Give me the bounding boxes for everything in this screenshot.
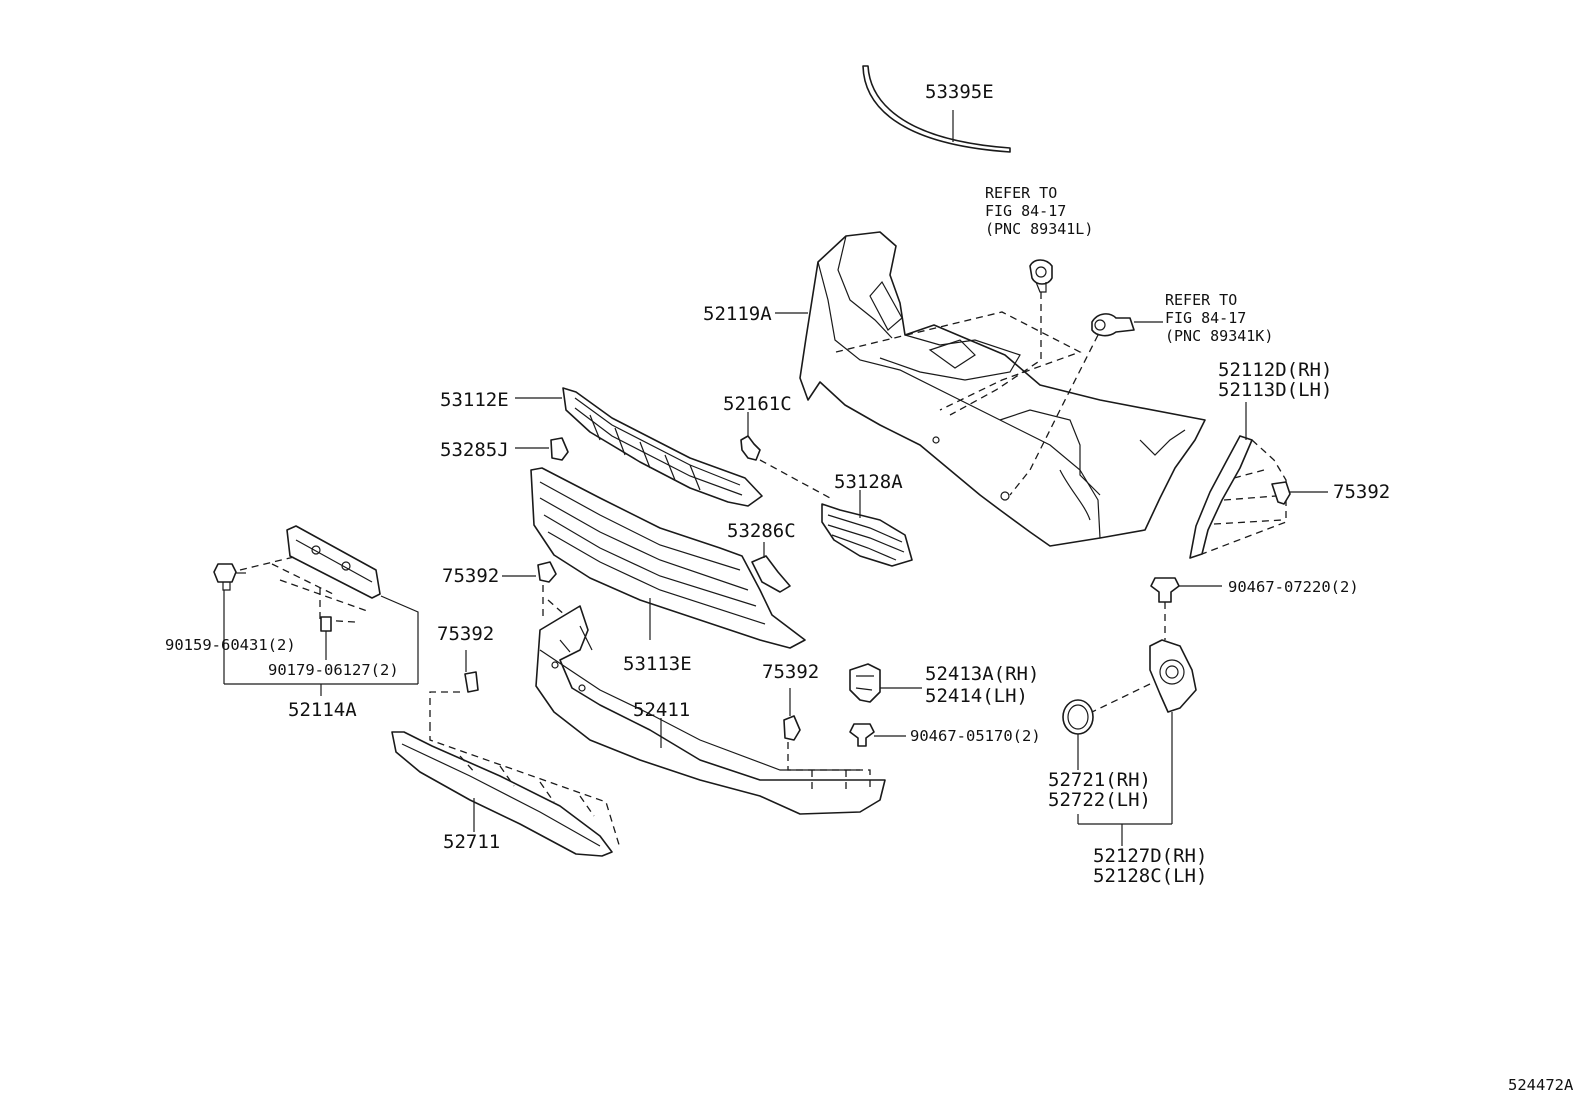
fog-ring-52721[interactable] — [1062, 699, 1094, 770]
label-90179-06127: 90179-06127(2) — [268, 661, 399, 679]
bracket-52114A-leaders — [223, 590, 419, 696]
clip-75392-right[interactable] — [1271, 481, 1328, 505]
molding-strip-53395E[interactable] — [862, 65, 1011, 153]
label-75392-center: 75392 — [442, 565, 499, 587]
clip-75392-lower-right[interactable] — [783, 688, 801, 741]
label-52711: 52711 — [443, 831, 500, 853]
label-53128A: 53128A — [834, 471, 903, 493]
label-90467-07220: 90467-07220(2) — [1228, 578, 1359, 596]
trim-53286C[interactable] — [751, 542, 791, 593]
label-75392-right: 75392 — [1333, 481, 1390, 503]
clip-90467-07220[interactable] — [1150, 577, 1222, 603]
clip-75392-left[interactable] — [464, 650, 479, 693]
clip-90467-05170[interactable] — [849, 723, 906, 747]
label-53285J: 53285J — [440, 439, 509, 461]
nut-90179-06127[interactable] — [320, 616, 332, 632]
clip-52161C[interactable] — [740, 412, 761, 461]
fog-bezel-52127D[interactable] — [1149, 639, 1197, 824]
refer-note-89341K-line2: FIG 84-17 — [1165, 309, 1246, 327]
refer-note-89341K-line1: REFER TO — [1165, 291, 1237, 309]
label-52411: 52411 — [633, 699, 690, 721]
skid-plate-52711[interactable] — [391, 731, 613, 857]
label-52127D: 52127D(RH) — [1093, 845, 1207, 867]
label-75392-left: 75392 — [437, 623, 494, 645]
label-52112D: 52112D(RH) — [1218, 359, 1332, 381]
parking-sensor-89341L[interactable] — [1029, 259, 1053, 293]
label-52414: 52414(LH) — [925, 685, 1028, 707]
refer-note-89341K-line3: (PNC 89341K) — [1165, 327, 1273, 345]
label-52721: 52721(RH) — [1048, 769, 1151, 791]
clip-53285J[interactable] — [515, 437, 569, 461]
parking-sensor-89341K[interactable] — [1091, 313, 1163, 337]
label-90467-05170: 90467-05170(2) — [910, 727, 1041, 745]
bumper-cover-52119A[interactable] — [775, 231, 1206, 547]
label-52413A: 52413A(RH) — [925, 663, 1039, 685]
label-52128C: 52128C(LH) — [1093, 865, 1207, 887]
lower-spoiler-52411[interactable] — [535, 605, 886, 815]
figure-id: 524472A — [1508, 1076, 1574, 1094]
label-90159-60431: 90159-60431(2) — [165, 636, 296, 654]
fog-assembly-leaders — [1077, 814, 1172, 846]
upper-grille-53112E[interactable] — [515, 387, 763, 507]
refer-note-89341L-line3: (PNC 89341L) — [985, 220, 1093, 238]
label-53112E: 53112E — [440, 389, 509, 411]
label-52113D: 52113D(LH) — [1218, 379, 1332, 401]
label-52722: 52722(LH) — [1048, 789, 1151, 811]
label-53395E: 53395E — [925, 81, 994, 103]
label-53286C: 53286C — [727, 520, 796, 542]
lower-grille-53113E[interactable] — [530, 467, 806, 649]
label-52119A: 52119A — [703, 303, 772, 325]
clip-75392-center[interactable] — [502, 561, 557, 583]
refer-note-89341L-line2: FIG 84-17 — [985, 202, 1066, 220]
refer-note-89341L-line1: REFER TO — [985, 184, 1057, 202]
bolt-90159-60431[interactable] — [213, 563, 246, 591]
side-grille-53128A[interactable] — [821, 490, 913, 567]
label-52161C: 52161C — [723, 393, 792, 415]
label-52114A: 52114A — [288, 699, 357, 721]
label-75392-lower-right: 75392 — [762, 661, 819, 683]
bracket-52413A[interactable] — [849, 663, 922, 703]
label-53113E: 53113E — [623, 653, 692, 675]
license-bracket-52114A[interactable] — [286, 525, 381, 599]
